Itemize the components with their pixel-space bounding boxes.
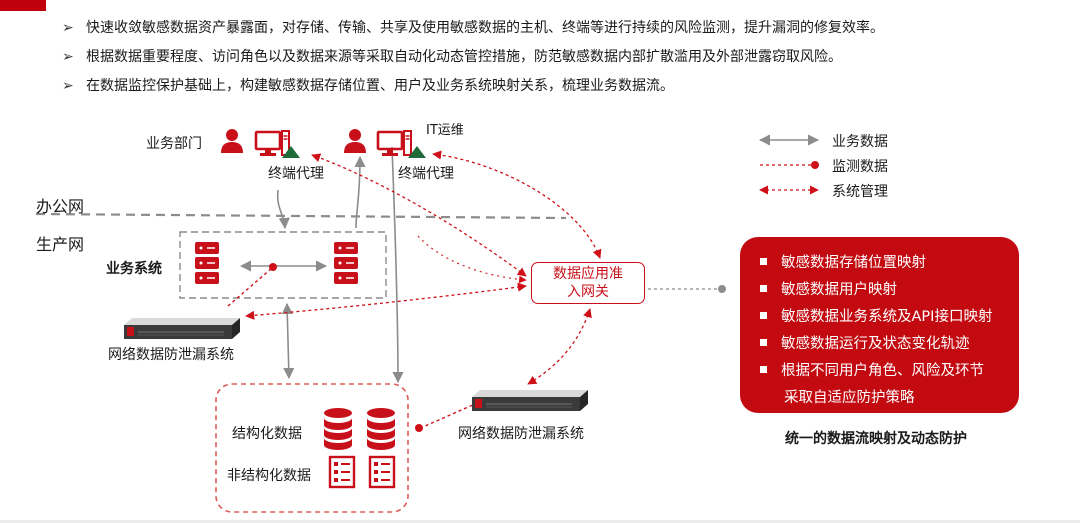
bullet-item: ➢ 在数据监控保护基础上，构建敏感数据存储位置、用户及业务系统映射关系，梳理业务数… (62, 72, 884, 101)
server-icon (194, 241, 220, 285)
legend-monitoring-dot (811, 161, 819, 169)
monitoring-point (415, 424, 423, 432)
user-icon (344, 129, 366, 153)
capability-text: 敏感数据存储位置映射 (781, 255, 926, 271)
structured-data-label: 结构化数据 (232, 426, 302, 442)
capability-text: 敏感数据业务系统及API接口映射 (781, 309, 993, 325)
bullet-item: ➢ 快速收敛敏感数据资产暴露面，对存储、传输、共享及使用敏感数据的主机、终端等进行… (62, 14, 884, 43)
bullet-square-icon (760, 339, 767, 346)
system-management-arrow (527, 308, 592, 385)
agent-triangle-icon (282, 146, 300, 158)
capability-panel: 敏感数据存储位置映射 敏感数据用户映射 敏感数据业务系统及API接口映射 敏感数… (740, 237, 1019, 413)
capability-item: 敏感数据运行及状态变化轨迹 (760, 331, 1019, 358)
gateway-label-line1: 数据应用准 (553, 266, 623, 282)
bullet-square-icon (760, 366, 767, 373)
data-access-gateway: 数据应用准 入网关 (531, 262, 645, 304)
system-management-arrow (417, 235, 527, 284)
bullet-list: ➢ 快速收敛敏感数据资产暴露面，对存储、传输、共享及使用敏感数据的主机、终端等进行… (62, 14, 884, 101)
dept-label: 业务部门 (146, 136, 202, 152)
user-icon (221, 129, 243, 153)
capability-item: 敏感数据存储位置映射 (760, 250, 1019, 277)
agent-triangle-icon (408, 146, 426, 158)
bullet-square-icon (760, 258, 767, 265)
bullet-text: 快速收敛敏感数据资产暴露面，对存储、传输、共享及使用敏感数据的主机、终端等进行持… (86, 20, 884, 36)
brand-corner-mark (0, 0, 46, 11)
office-network-label: 办公网 (36, 197, 85, 216)
system-management-arrow (311, 153, 527, 277)
monitor-icon (254, 129, 291, 158)
document-icon (328, 455, 356, 489)
bullet-arrow-icon: ➢ (62, 49, 74, 65)
monitor-icon (376, 129, 413, 158)
capability-continuation: 采取自适应防护策略 (784, 390, 915, 406)
capability-text: 敏感数据运行及状态变化轨迹 (781, 336, 970, 352)
legend-system-management: 系统管理 (832, 184, 888, 200)
bullet-item: ➢ 根据数据重要程度、访问角色以及数据来源等采取自动化动态管控措施，防范敏感数据内… (62, 43, 884, 72)
capability-item: 敏感数据用户映射 (760, 277, 1019, 304)
it-ops-label: IT运维 (426, 123, 464, 138)
network-divider-line (35, 212, 567, 220)
database-icon (367, 408, 395, 450)
capability-text: 根据不同用户角色、风险及环节 (781, 363, 984, 379)
capability-item: 根据不同用户角色、风险及环节 (760, 358, 1019, 385)
legend-business-data: 业务数据 (832, 134, 888, 150)
unstructured-data-label: 非结构化数据 (227, 468, 311, 484)
production-network-label: 生产网 (36, 235, 85, 254)
bullet-square-icon (760, 285, 767, 292)
system-management-arrow (432, 150, 602, 259)
appliance-icon (471, 389, 589, 412)
dlp-label: 网络数据防泄漏系统 (108, 347, 234, 363)
server-icon (333, 241, 359, 285)
bullet-square-icon (760, 312, 767, 319)
monitoring-data-line (227, 267, 273, 307)
legend-monitoring-data: 监测数据 (832, 159, 888, 175)
business-data-arrow (276, 189, 290, 230)
gateway-label-line2: 入网关 (567, 284, 609, 300)
business-system-label: 业务系统 (106, 261, 162, 277)
capability-text: 敏感数据用户映射 (781, 282, 897, 298)
bullet-text: 根据数据重要程度、访问角色以及数据来源等采取自动化动态管控措施，防范敏感数据内部… (86, 49, 842, 65)
panel-caption: 统一的数据流映射及动态防护 (785, 431, 967, 447)
mapping-point (718, 285, 726, 293)
appliance-icon (123, 317, 241, 340)
capability-item: 敏感数据业务系统及API接口映射 (760, 304, 1019, 331)
agent-label: 终端代理 (268, 166, 324, 182)
dlp-label: 网络数据防泄漏系统 (458, 426, 584, 442)
monitoring-data-line (419, 402, 479, 429)
monitoring-point (269, 263, 277, 271)
bullet-arrow-icon: ➢ (62, 20, 74, 36)
footer-line (0, 520, 1080, 523)
database-icon (324, 408, 352, 450)
business-data-arrow (281, 302, 295, 380)
agent-label: 终端代理 (398, 166, 454, 182)
document-icon (368, 455, 396, 489)
bullet-arrow-icon: ➢ (62, 78, 74, 94)
bullet-text: 在数据监控保护基础上，构建敏感数据存储位置、用户及业务系统映射关系，梳理业务数据… (86, 78, 674, 94)
